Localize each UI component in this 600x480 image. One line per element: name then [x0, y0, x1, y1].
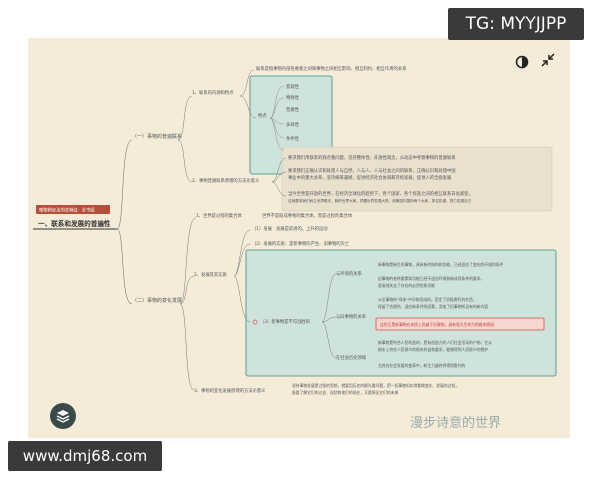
bottom-watermark: www.dmj68.com — [8, 441, 162, 471]
b2-n2-2[interactable]: （2）发展的实质：是新事物的产生、旧事物的灭亡 — [252, 240, 350, 247]
b1-node1-def: 联系是指事物内部各要素之间和事物之间相互影响、相互制约、相互作用的关系 — [256, 65, 407, 72]
old-1: 旧事物的各种要素和功能已经不适应环境和新成熟条件的要求， — [378, 276, 484, 281]
top-watermark: TG: MYYJJPP — [448, 8, 584, 40]
theme-toggle-icon[interactable] — [514, 54, 530, 70]
method-2b: 事业中的重大关系，坚持统筹兼顾，促进经济社会协调和持续发展，促进人的全面发展 — [288, 174, 452, 181]
branch1-label[interactable]: （一）事物的普遍联系 — [132, 133, 182, 140]
b1-node2[interactable]: 2、事物普遍联系原理的方法论意义 — [192, 177, 260, 184]
inside-1: 从旧事物的"母体"中孕育而成的，否定了消极腐朽的东西， — [378, 297, 476, 302]
society-2: 根本上符合人民群众的根本利益和要求，能够得到人民群众的拥护 — [378, 347, 488, 352]
highlight-box — [375, 317, 545, 331]
layers-icon — [56, 410, 70, 423]
b2-node2[interactable]: 2、发展及其实质 — [194, 271, 228, 278]
trait-3: 多样性 — [286, 121, 300, 128]
trait-2: 普遍性 — [286, 106, 300, 113]
b2-node1-def: 世界不是既成事物的集合体，而是过程的集合体 — [262, 212, 353, 219]
inside-2: 保留了合理的、适应新条件的因素，添加了旧事物所没有的新内容 — [378, 304, 488, 309]
env-def: 新事物是新生的事物，具有新的结构和功能，已经适应了变化的环境和条件 — [378, 262, 503, 267]
b2-node3[interactable]: 3、事物的变化发展原理的方法论意义 — [194, 387, 266, 394]
b2-n2-3[interactable]: （3）新事物是不可战胜的 — [260, 318, 310, 325]
new-things-box — [245, 249, 557, 377]
root-tag-bg — [36, 205, 110, 214]
trait-1: 客观性 — [286, 83, 300, 90]
inside-highlight: 这些正是新事物在本质上优越于旧事物，具有强大生命力的根本原因 — [380, 322, 494, 327]
society-label: 在社会历史领域 — [336, 354, 367, 361]
b1-node1[interactable]: 1、联系的内涵和特点 — [192, 89, 234, 96]
root-tag: 唯物辩证法的总特征 · 全书组 — [39, 207, 95, 214]
center-watermark: 漫步诗意的世界 — [410, 416, 502, 431]
layers-button[interactable] — [50, 403, 76, 429]
method-3a: 当今世界是开放的世界，在经济全球化的趋势下，各个国家、各个民族之间的相互联系日益… — [288, 190, 473, 197]
old-2: 逐渐地失去了存在的必然性和功能 — [378, 283, 435, 288]
b2-node1[interactable]: 1、世界是过程的集合体 — [196, 212, 242, 219]
trait-extra: 特殊性 — [286, 94, 300, 101]
branch2-label[interactable]: （二）事物的变化发展 — [132, 297, 182, 304]
env-label: 与环境的关系 — [336, 270, 362, 277]
method-2a: 要求我们正确认识和处理人与自然、人与人、人与社会之间的联系，正确认识和处理中国 — [288, 167, 456, 174]
trait-4: 条件性 — [286, 135, 300, 142]
b2-n3-a: 坚持事物发展是过程的思想，就要用历史的眼光看问题，把一切事物如实地看做变化、发展… — [292, 383, 459, 388]
society-3: 尤其在社会发展的变革中，新生力量终将得到胜利的 — [378, 363, 466, 368]
method-box — [281, 146, 553, 212]
collapse-arrows-icon[interactable] — [540, 52, 556, 68]
root-title[interactable]: 一、联系和发展的普遍性 — [38, 219, 111, 228]
traits-label: 特点 — [258, 112, 267, 119]
b2-n2-1[interactable]: （1）发展 — [252, 225, 273, 232]
inside-label: 与旧事物的关系 — [336, 313, 367, 320]
method-3b: 这就要求我们树立世界眼光，胸怀世界大局，把握世界发展大势，统筹国内国际两个大局，… — [288, 198, 472, 203]
b2-n2-1-def: 发展是前进的、上升的运动 — [276, 225, 328, 232]
b2-n3-b: 既要了解它们的过去、现状和他们的现在，又要预见它们的未来 — [292, 390, 399, 395]
method-1: 要求我们用联系的观点看问题，坚持整体性、开放性观念，从动态中考察事物的普遍联系 — [288, 154, 456, 161]
society-1: 新事物是符合人民利益的，是有创造力的人们社会活动的产物，它从 — [378, 340, 492, 345]
